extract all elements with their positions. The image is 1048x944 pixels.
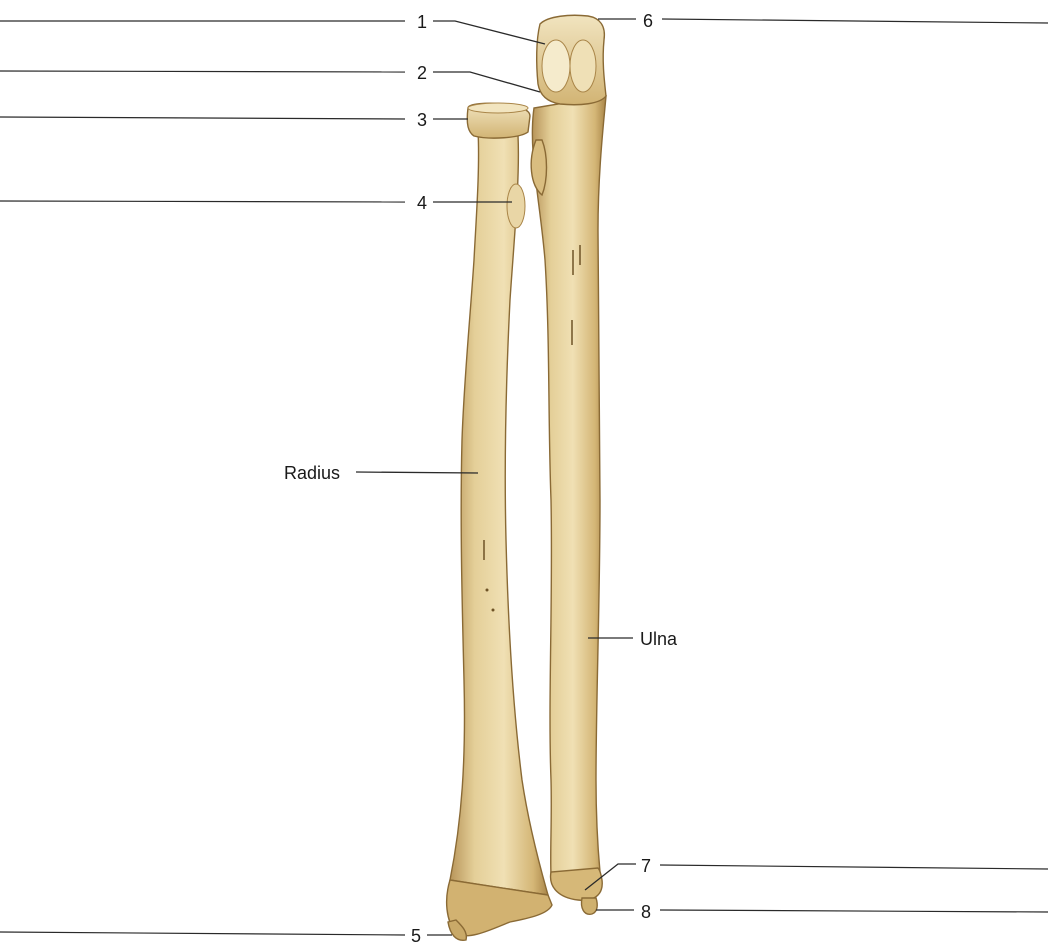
radius-mark: [492, 609, 495, 612]
radius-shaft: [450, 130, 548, 895]
label-number-2: 2: [417, 63, 427, 83]
answer-line-8: [660, 910, 1048, 912]
label-number-3: 3: [417, 110, 427, 130]
radius-head-fovea: [468, 103, 528, 113]
label-group-5: 5: [0, 926, 452, 944]
label-number-1: 1: [417, 12, 427, 32]
label-number-5: 5: [411, 926, 421, 944]
label-number-8: 8: [641, 902, 651, 922]
ulna-head: [551, 868, 603, 900]
answer-line-4: [0, 201, 405, 202]
label-group-7: 7: [585, 856, 1048, 890]
ulna-shaft: [532, 96, 606, 875]
label-group-4: 4: [0, 193, 512, 213]
label-number-6: 6: [643, 11, 653, 31]
label-group-radius: Radius: [284, 463, 478, 483]
trochlear-notch-right: [570, 40, 596, 92]
label-number-4: 4: [417, 193, 427, 213]
label-ulna: Ulna: [640, 629, 678, 649]
answer-line-6: [662, 19, 1048, 23]
trochlear-notch-left: [542, 40, 570, 92]
answer-line-3: [0, 117, 405, 119]
radius-bone: [447, 103, 552, 940]
label-group-1: 1: [0, 12, 545, 44]
ulna-coronoid: [531, 140, 546, 195]
leader-line-1: [433, 21, 545, 44]
label-group-8: 8: [596, 902, 1048, 922]
ulna-bone: [531, 15, 606, 914]
label-group-6: 6: [598, 11, 1048, 31]
label-radius: Radius: [284, 463, 340, 483]
answer-line-7: [660, 865, 1048, 869]
label-group-2: 2: [0, 63, 540, 92]
answer-line-2: [0, 71, 405, 72]
radius-mark: [486, 589, 489, 592]
ulna-styloid-process: [581, 898, 597, 914]
label-group-ulna: Ulna: [588, 629, 678, 649]
label-number-7: 7: [641, 856, 651, 876]
leader-line-2: [433, 72, 540, 92]
answer-line-5: [0, 932, 405, 935]
label-group-3: 3: [0, 110, 468, 130]
radial-tuberosity: [507, 184, 525, 228]
leader-line-radius: [356, 472, 478, 473]
